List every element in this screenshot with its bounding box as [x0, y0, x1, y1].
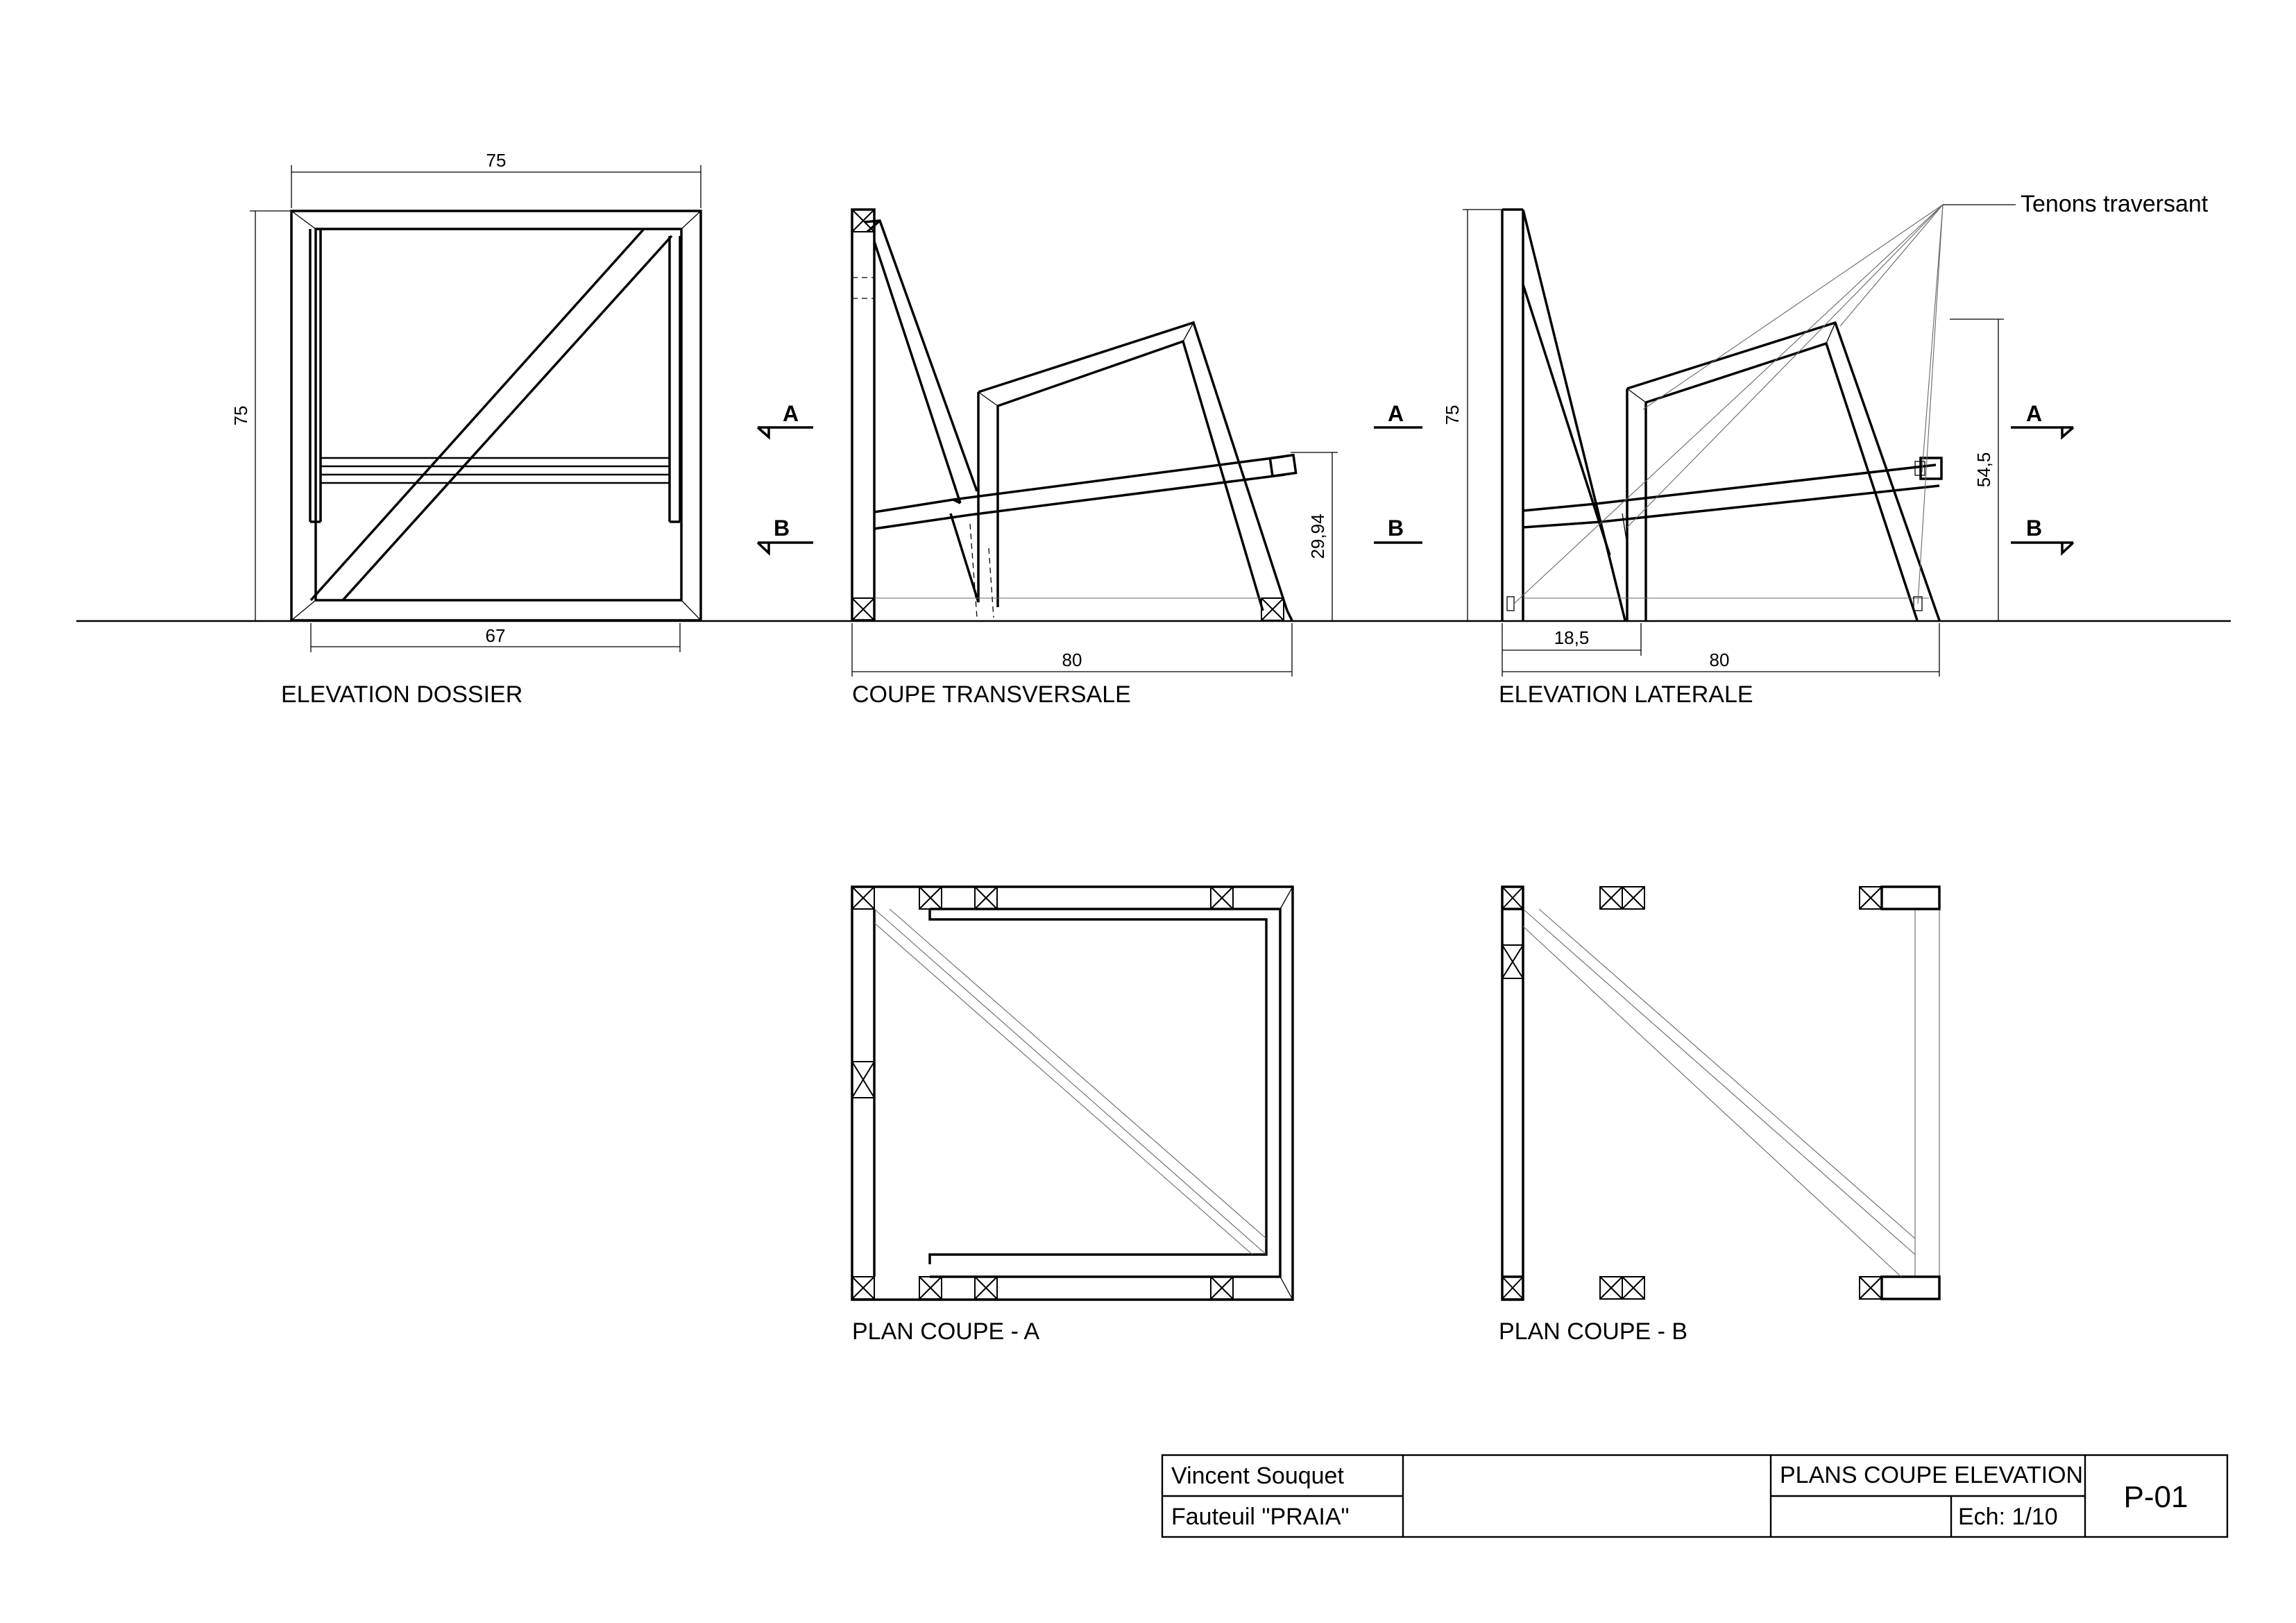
svg-text:B: B: [2026, 516, 2042, 541]
elevation-dossier: 75 75 67 ELEVATION DOSSIER: [230, 150, 702, 708]
label-coupe-transversale: COUPE TRANSVERSALE: [852, 681, 1131, 708]
label-elevation-laterale: ELEVATION LATERALE: [1499, 681, 1753, 708]
dim-coupe-seat-height: 29,94: [1307, 513, 1328, 559]
dim-laterale-arm-height: 54,5: [1973, 452, 1994, 488]
dim-dossier-width-top: 75: [486, 150, 507, 171]
plan-coupe-a: PLAN COUPE - A: [851, 885, 1294, 1345]
label-plan-coupe-b: PLAN COUPE - B: [1499, 1318, 1687, 1345]
section-markers-mid: A B: [1374, 401, 1422, 544]
dim-laterale-height: 75: [1442, 405, 1463, 425]
title-scale: Ech: 1/10: [1958, 1504, 2058, 1530]
svg-text:A: A: [2026, 401, 2042, 426]
dim-laterale-depth: 80: [1710, 649, 1730, 670]
svg-text:A: A: [1388, 401, 1404, 426]
title-author: Vincent Souquet: [1171, 1463, 1344, 1489]
annotation-tenons: Tenons traversant: [2021, 191, 2209, 217]
elevation-laterale: Tenons traversant 75 54,5 18,5 80 ELEVAT…: [1442, 191, 2209, 708]
dim-coupe-depth: 80: [1062, 649, 1082, 670]
svg-text:B: B: [774, 516, 790, 541]
title-sheet-code: P-01: [2124, 1480, 2188, 1514]
svg-text:A: A: [783, 401, 799, 426]
plan-coupe-b: PLAN COUPE - B: [1499, 885, 1941, 1345]
section-markers-right: A B: [2011, 401, 2075, 556]
label-plan-coupe-a: PLAN COUPE - A: [852, 1318, 1040, 1345]
dim-dossier-width-bottom: 67: [486, 625, 506, 646]
title-sheet: PLANS COUPE ELEVATION: [1780, 1462, 2083, 1488]
dim-dossier-height: 75: [230, 406, 251, 426]
section-markers-left: A B: [756, 401, 813, 556]
coupe-transversale: 29,94 80 COUPE TRANSVERSALE: [851, 208, 1338, 708]
dim-laterale-offset: 18,5: [1554, 627, 1590, 648]
label-elevation-dossier: ELEVATION DOSSIER: [281, 681, 522, 708]
title-project: Fauteuil "PRAIA": [1171, 1504, 1350, 1530]
svg-text:B: B: [1388, 516, 1404, 541]
title-block: Vincent Souquet Fauteuil "PRAIA" PLANS C…: [1161, 1454, 2229, 1538]
leader-lines: [1513, 204, 2016, 604]
